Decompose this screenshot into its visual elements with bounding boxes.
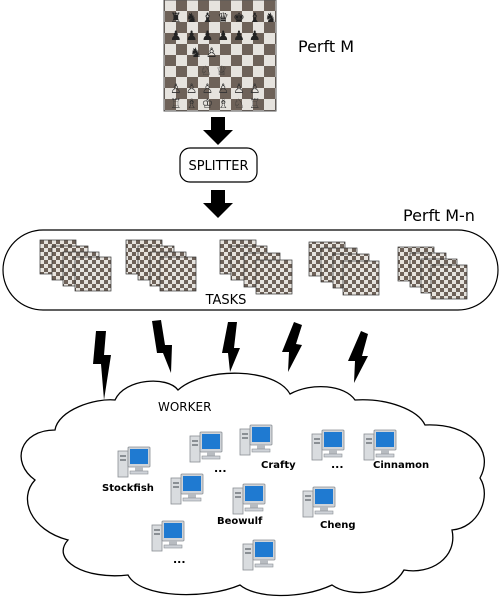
splitter-label: SPLITTER xyxy=(188,159,248,174)
task-stack xyxy=(308,241,380,296)
svg-text:♟ ♟ ♟ ♟ ♟ ♟: ♟ ♟ ♟ ♟ ♟ ♟ xyxy=(170,29,261,44)
more-workers-ellipsis: ... xyxy=(214,462,227,475)
engine-label-stockfish: Stockfish xyxy=(102,483,154,494)
svg-text:♜ ♞ ♝ ♛ ♚ ♝ ♞: ♜ ♞ ♝ ♛ ♚ ♝ ♞ xyxy=(170,11,276,26)
more-workers-ellipsis: ... xyxy=(173,553,186,566)
svg-text:♙ ♙ ♙ ♙ ♙ ♙: ♙ ♙ ♙ ♙ ♙ ♙ xyxy=(170,82,261,97)
splitter-box xyxy=(179,147,258,183)
engine-label-beowulf: Beowulf xyxy=(217,516,263,527)
lightning-bolt-icon xyxy=(93,331,111,400)
computer-icon xyxy=(363,429,397,461)
task-stack xyxy=(219,239,293,295)
engine-label-cinnamon: Cinnamon xyxy=(373,460,429,471)
lightning-bolt-icon xyxy=(222,322,240,372)
lightning-bolt-icon xyxy=(348,331,368,383)
computer-icon xyxy=(311,429,345,461)
svg-text:♘ ♕: ♘ ♕ xyxy=(200,64,227,79)
engine-label-crafty: Crafty xyxy=(261,460,296,471)
tasks-label: TASKS xyxy=(205,293,247,308)
worker-label: WORKER xyxy=(158,400,211,414)
svg-text:♖ ♗ ♔ ♗ ♘ ♖: ♖ ♗ ♔ ♗ ♘ ♖ xyxy=(170,97,261,112)
perft-label: Perft M xyxy=(298,37,354,56)
computer-icon xyxy=(170,473,204,505)
lightning-bolt-icon xyxy=(282,322,302,372)
chessboard-position: ♜ ♞ ♝ ♛ ♚ ♝ ♞ ♟ ♟ ♟ ♟ ♟ ♟ ♞ ♙ ♘ ♕ ♙ ♙ ♙ … xyxy=(163,0,277,112)
computer-icon xyxy=(239,424,273,456)
computer-icon xyxy=(232,483,266,515)
computer-icon xyxy=(151,520,185,552)
task-stack xyxy=(397,246,468,300)
computer-icon xyxy=(302,486,336,518)
down-arrow-icon xyxy=(203,190,233,218)
subtree-label: Perft M-n xyxy=(403,206,475,225)
lightning-bolt-icon xyxy=(152,320,172,373)
svg-text:♞ ♙: ♞ ♙ xyxy=(190,46,217,61)
computer-icon xyxy=(117,446,151,478)
computer-icon xyxy=(242,539,276,571)
task-stack xyxy=(125,239,197,292)
computer-icon xyxy=(189,431,223,463)
down-arrow-icon xyxy=(203,117,233,145)
task-stack xyxy=(39,239,112,292)
more-workers-ellipsis: ... xyxy=(331,458,344,471)
engine-label-cheng: Cheng xyxy=(320,520,356,531)
